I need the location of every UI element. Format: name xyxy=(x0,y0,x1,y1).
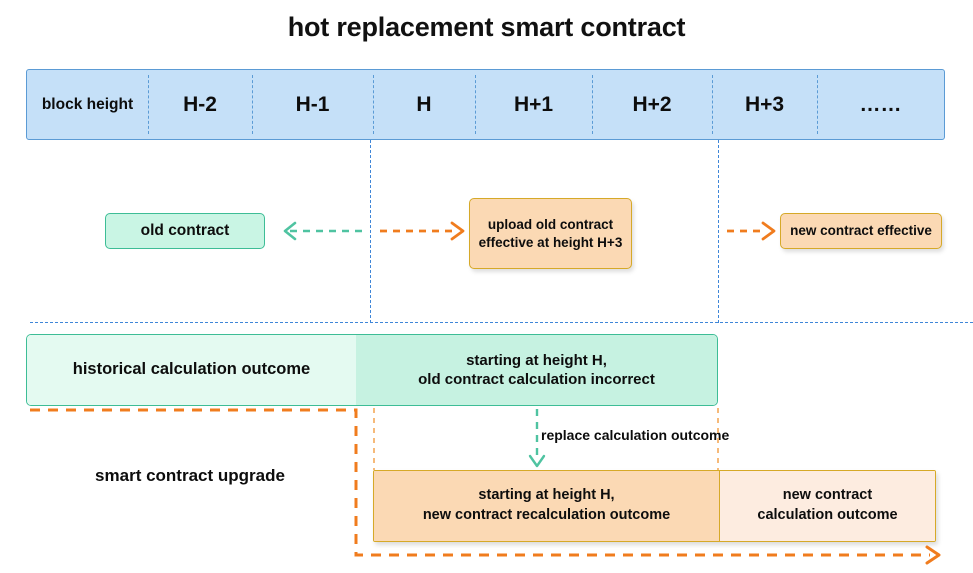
block-cell-h-plus-3: H+3 xyxy=(712,70,817,139)
guide-line-height-h xyxy=(370,140,371,323)
old-contract-box: old contract xyxy=(105,213,265,249)
block-cell-ellipsis: …… xyxy=(817,70,944,139)
block-cell-h-minus-1: H-1 xyxy=(252,70,373,139)
arrow-to-old-contract xyxy=(283,221,362,241)
block-cell-h: H xyxy=(373,70,475,139)
section-separator-line xyxy=(30,322,973,323)
recalc-line-1: starting at height H, xyxy=(478,487,615,504)
new-contract-effective-box: new contract effective xyxy=(780,213,942,249)
upload-box-line-2: effective at height H+3 xyxy=(478,234,623,250)
arrow-to-new-contract-effective xyxy=(727,221,776,241)
newcalc-line-1: new contract xyxy=(782,487,873,504)
recalc-line-2: new contract recalculation outcome xyxy=(422,507,671,523)
arrow-to-upload-box xyxy=(380,221,465,241)
incorrect-line-1: starting at height H, xyxy=(466,351,607,369)
page-title: hot replacement smart contract xyxy=(287,12,686,42)
calculation-outcome-band: historical calculation outcome starting … xyxy=(26,334,718,406)
block-cell-h-minus-2: H-2 xyxy=(148,70,252,139)
old-contract-incorrect-segment: starting at height H, old contract calcu… xyxy=(356,335,717,405)
replace-calculation-outcome-label: replace calculation outcome xyxy=(541,427,730,443)
upload-box-line-1: upload old contract xyxy=(487,217,614,233)
block-height-row-label: block height xyxy=(41,95,134,113)
smart-contract-upgrade-band: starting at height H, new contract recal… xyxy=(373,470,936,542)
smart-contract-upgrade-label: smart contract upgrade xyxy=(95,466,285,485)
newcalc-line-2: calculation outcome xyxy=(757,507,898,523)
incorrect-line-2: old contract calculation incorrect xyxy=(418,371,655,388)
guide-line-height-h-plus-3 xyxy=(718,140,719,323)
block-height-axis: block height H-2 H-1 H H+1 H+2 H+3 …… xyxy=(26,69,945,140)
new-contract-calculation-segment: new contract calculation outcome xyxy=(719,471,935,541)
new-contract-recalculation-segment: starting at height H, new contract recal… xyxy=(374,471,719,541)
block-cell-h-plus-1: H+1 xyxy=(475,70,592,139)
block-cell-h-plus-2: H+2 xyxy=(592,70,712,139)
upload-old-contract-box: upload old contract effective at height … xyxy=(469,198,632,269)
historical-calculation-outcome-segment: historical calculation outcome xyxy=(27,335,356,405)
